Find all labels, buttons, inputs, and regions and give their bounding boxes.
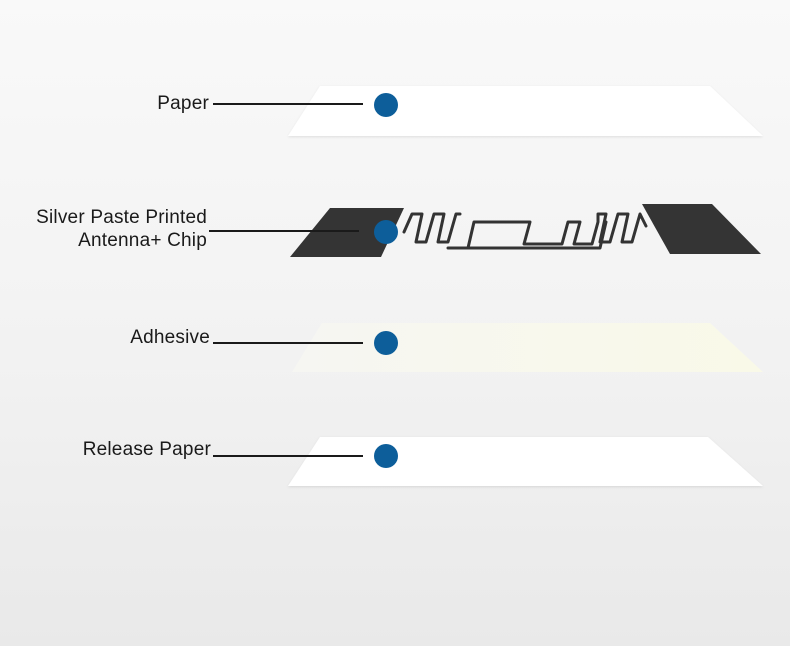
label-adhesive: Adhesive: [130, 326, 210, 349]
paper-layer: [288, 86, 763, 136]
marker-dot-paper: [374, 93, 398, 117]
antenna-trace: [402, 212, 648, 250]
antenna-pad-left: [290, 208, 404, 257]
label-adhesive-text: Adhesive: [130, 327, 210, 348]
marker-dot-release-paper: [374, 444, 398, 468]
label-antenna-line-1: Silver Paste Printed: [36, 207, 207, 228]
marker-dot-adhesive: [374, 331, 398, 355]
leader-line-adhesive: [213, 342, 363, 344]
label-paper: Paper: [157, 92, 209, 115]
label-antenna-line-2: Antenna+ Chip: [78, 230, 207, 251]
leader-line-antenna: [209, 230, 359, 232]
label-antenna: Silver Paste Printed Antenna+ Chip: [36, 206, 207, 252]
marker-dot-antenna: [374, 220, 398, 244]
adhesive-layer: [292, 323, 763, 372]
label-paper-text: Paper: [157, 93, 209, 114]
release-paper-layer: [288, 437, 763, 486]
antenna-pad-right: [642, 204, 761, 254]
leader-line-release-paper: [213, 455, 363, 457]
label-release-paper: Release Paper: [83, 438, 211, 461]
antenna-layer: [290, 204, 761, 257]
label-release-paper-text: Release Paper: [82, 439, 211, 460]
leader-line-paper: [213, 103, 363, 105]
